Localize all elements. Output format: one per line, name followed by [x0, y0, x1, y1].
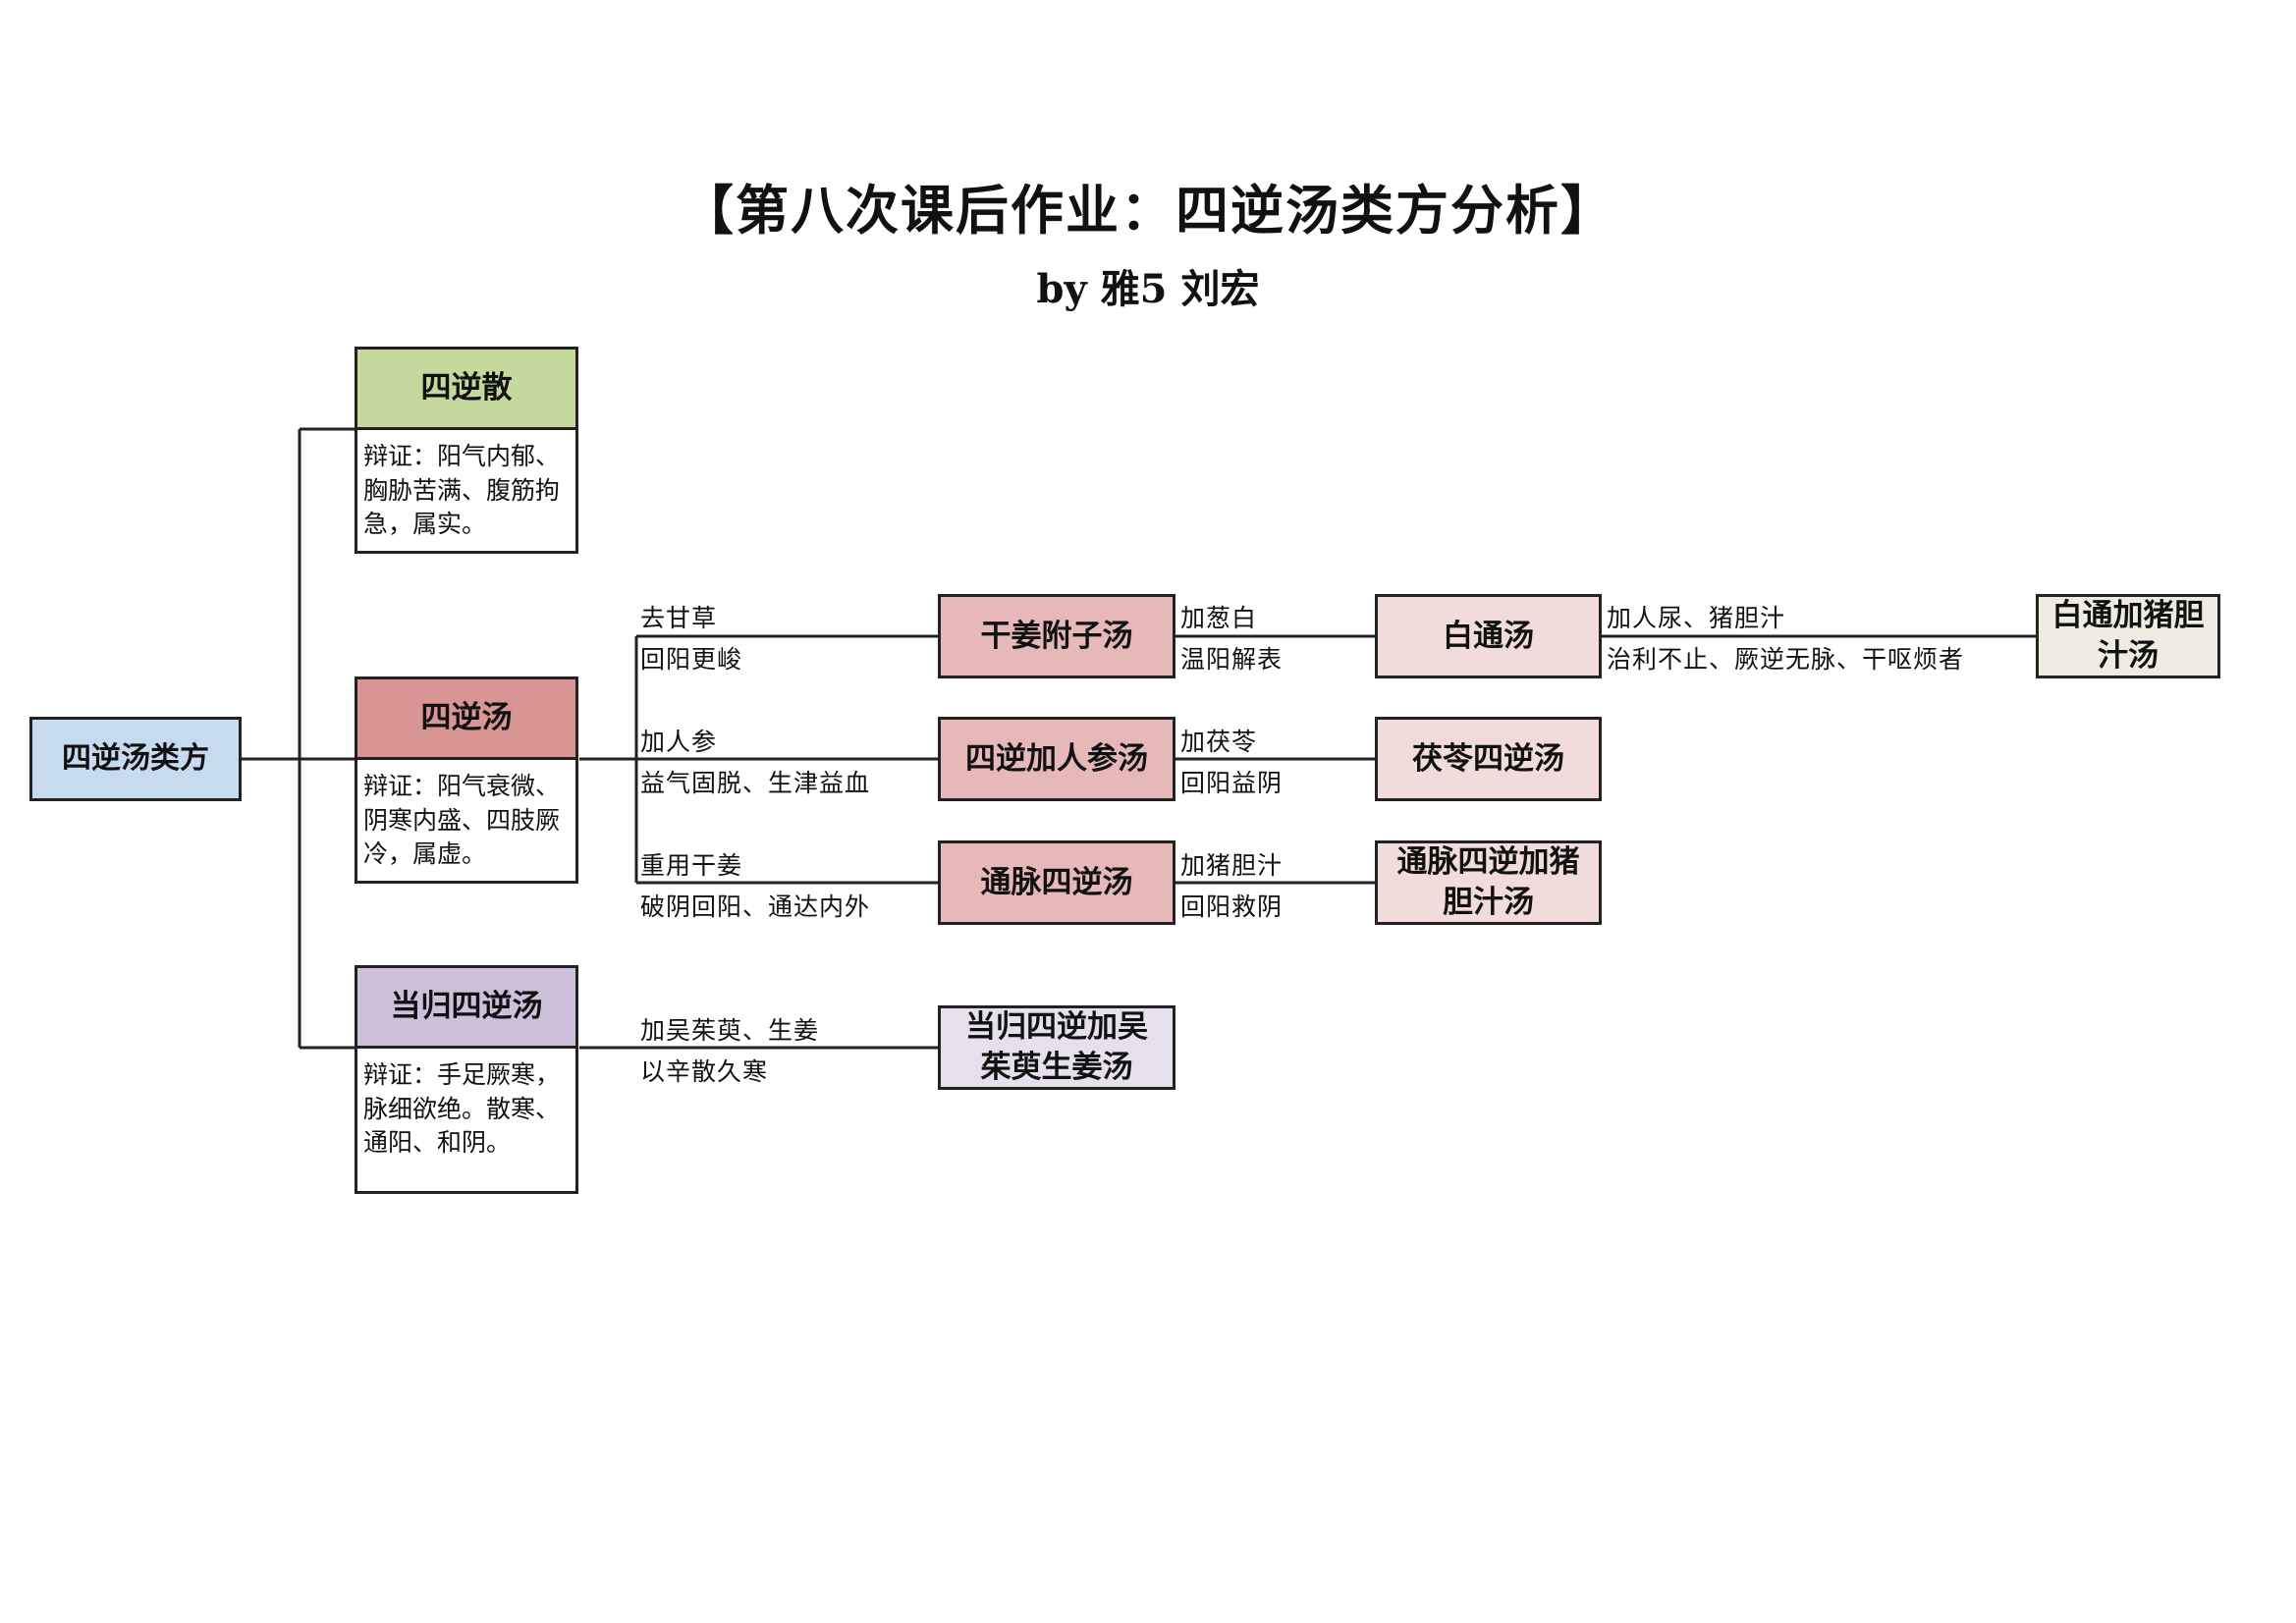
node-danggui-sini-label: 当归四逆汤 [390, 989, 543, 1025]
node-sini-san-label: 四逆散 [420, 370, 513, 406]
page-title: 【第八次课后作业：四逆汤类方分析】 [681, 179, 1615, 242]
edge-ganjiang-top: 去甘草 [640, 604, 718, 632]
node-sini-tang-label: 四逆汤 [420, 700, 513, 736]
node-sini-san-title: 四逆散 [355, 347, 578, 430]
edge-tongmai-bottom: 破阴回阳、通达内外 [640, 893, 871, 921]
node-danggui-wuzhuyu-label: 当归四逆加吴茱萸生姜汤 [965, 1009, 1148, 1085]
node-tongmai-zhudan-label: 通脉四逆加猪胆汁汤 [1396, 844, 1580, 920]
node-fuling-sini-label: 茯苓四逆汤 [1412, 740, 1564, 777]
node-root-label: 四逆汤类方 [62, 741, 209, 777]
node-danggui-sini-note: 辩证：手足厥寒，脉细欲绝。散寒、通阳、和阴。 [355, 1049, 578, 1194]
edge-baitong-bottom: 温阳解表 [1180, 645, 1284, 674]
edge-tongmai-top: 重用干姜 [640, 851, 743, 880]
node-tongmai-zhudan: 通脉四逆加猪胆汁汤 [1375, 840, 1602, 925]
node-fuling-sini: 茯苓四逆汤 [1375, 717, 1602, 801]
node-baitong-zhudan: 白通加猪胆汁汤 [2036, 594, 2220, 678]
node-ganjiang-fuzi-label: 干姜附子汤 [980, 618, 1133, 654]
edge-renshen-top: 加人参 [640, 728, 718, 756]
edge-fuling-bottom: 回阳益阴 [1180, 769, 1284, 797]
node-tongmai-sini: 通脉四逆汤 [938, 840, 1175, 925]
node-root: 四逆汤类方 [29, 717, 242, 801]
node-danggui-wuzhuyu: 当归四逆加吴茱萸生姜汤 [938, 1005, 1175, 1090]
page-subtitle: by 雅5 刘宏 [1036, 266, 1260, 312]
edge-wuzhuyu-bottom: 以辛散久寒 [640, 1057, 769, 1086]
node-ganjiang-fuzi: 干姜附子汤 [938, 594, 1175, 678]
edge-baitong-zhudan-bottom: 治利不止、厥逆无脉、干呕烦者 [1607, 645, 1965, 674]
node-baitong-label: 白通汤 [1443, 618, 1534, 654]
node-sini-tang-note: 辩证：阳气衰微、阴寒内盛、四肢厥冷，属虚。 [355, 760, 578, 884]
node-sini-tang-title: 四逆汤 [355, 676, 578, 760]
edge-baitong-top: 加葱白 [1180, 604, 1258, 632]
edge-baitong-zhudan-top: 加人尿、猪胆汁 [1607, 604, 1786, 632]
node-tongmai-sini-label: 通脉四逆汤 [980, 864, 1133, 900]
node-baitong-zhudan-label: 白通加猪胆汁汤 [2051, 598, 2205, 674]
edge-renshen-bottom: 益气固脱、生津益血 [640, 769, 871, 797]
edge-fuling-top: 加茯苓 [1180, 728, 1258, 756]
edge-ganjiang-bottom: 回阳更峻 [640, 645, 743, 674]
node-danggui-sini-title: 当归四逆汤 [355, 965, 578, 1049]
node-sini-san-note: 辩证：阳气内郁、胸胁苦满、腹筋拘急，属实。 [355, 430, 578, 554]
edge-zhudan-top: 加猪胆汁 [1180, 851, 1284, 880]
node-baitong: 白通汤 [1375, 594, 1602, 678]
edge-zhudan-bottom: 回阳救阴 [1180, 893, 1284, 921]
node-sini-renshen-label: 四逆加人参汤 [965, 740, 1148, 777]
node-sini-renshen: 四逆加人参汤 [938, 717, 1175, 801]
edge-wuzhuyu-top: 加吴茱萸、生姜 [640, 1016, 820, 1045]
